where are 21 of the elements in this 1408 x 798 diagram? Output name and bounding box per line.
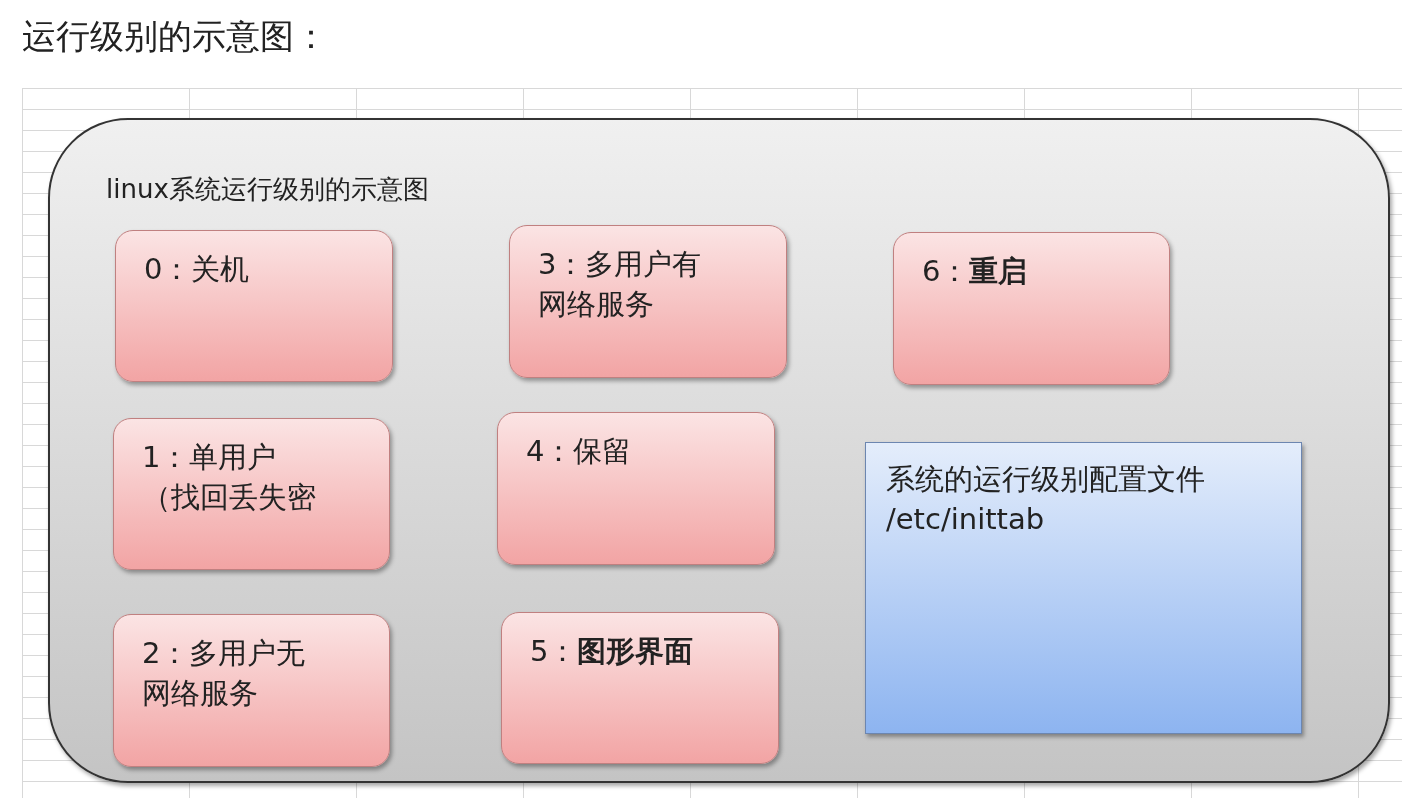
runlevel-box	[115, 230, 393, 382]
runlevel-box	[497, 412, 775, 565]
box-text: 1：单用户	[142, 439, 278, 476]
runlevel-box	[893, 232, 1170, 385]
box-text: （找回丢失密	[142, 479, 317, 516]
box-text: 3：多用户有网络服务	[538, 246, 703, 323]
panel-heading: linux系统运行级别的示意图	[106, 173, 429, 206]
runlevel-box	[113, 418, 390, 570]
box-text: 2：多用户无网络服务	[142, 635, 307, 712]
box-text: /etc/inittab	[886, 501, 1046, 538]
note-box	[865, 442, 1302, 734]
box-text: 5：图形界面	[530, 633, 695, 670]
box-text: 6：重启	[922, 253, 1029, 290]
runlevel-box	[501, 612, 779, 764]
runlevel-box	[509, 225, 787, 378]
box-text: 4：保留	[526, 433, 633, 470]
box-text: 系统的运行级别配置文件	[886, 461, 1206, 498]
box-text: 0：关机	[144, 251, 251, 288]
container-panel	[48, 118, 1390, 783]
page-title: 运行级别的示意图：	[22, 15, 328, 58]
runlevel-box	[113, 614, 390, 767]
